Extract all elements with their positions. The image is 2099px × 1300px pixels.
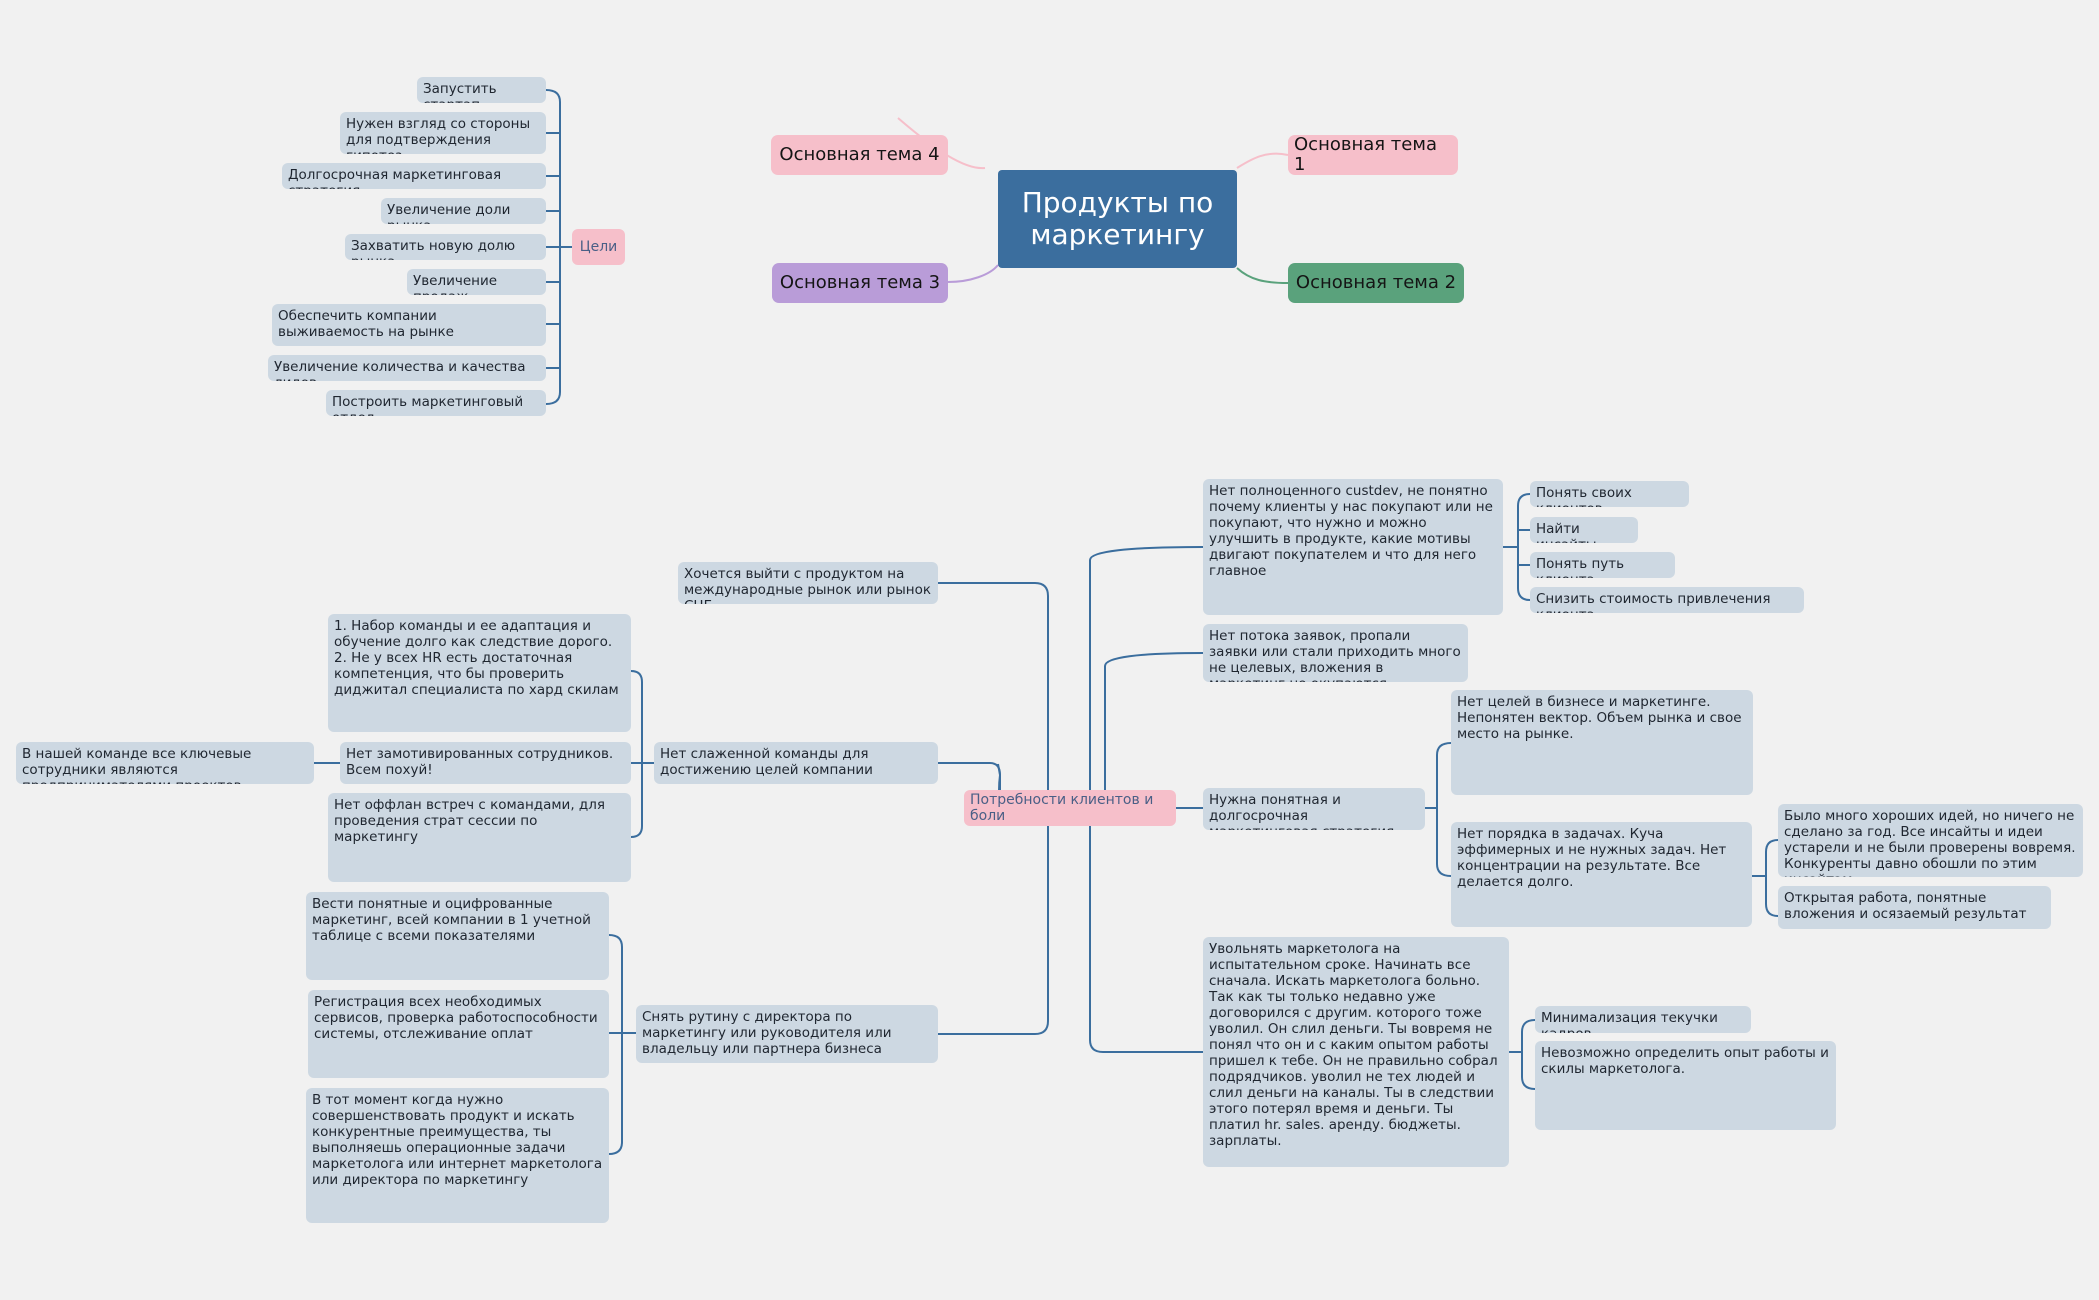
custdev-item-label: Найти инсайты <box>1536 521 1597 543</box>
need-international[interactable]: Хочется выйти с продуктом на международн… <box>678 562 938 604</box>
routine-table[interactable]: Вести понятные и оцифрованные маркетинг,… <box>306 892 609 980</box>
needs-label: Потребности клиентов и боли <box>970 792 1154 824</box>
need-leads[interactable]: Нет потока заявок, пропали заявки или ст… <box>1203 624 1468 682</box>
need-routine[interactable]: Снять рутину с директора по маркетингу и… <box>636 1005 938 1063</box>
need-international-label: Хочется выйти с продуктом на международн… <box>684 566 932 604</box>
routine-services[interactable]: Регистрация всех необходимых сервисов, п… <box>308 990 609 1078</box>
need-custdev[interactable]: Нет полноценного custdev, не понятно поч… <box>1203 479 1503 615</box>
goal-item[interactable]: Увеличение количества и качества лидов <box>268 355 546 381</box>
team-motivation[interactable]: Нет замотивированных сотрудников. Всем п… <box>340 742 631 784</box>
goal-item-label: Нужен взгляд со стороны для подтверждени… <box>346 116 531 154</box>
strategy-ideas[interactable]: Было много хороших идей, но ничего не сд… <box>1778 804 2083 877</box>
goal-item-label: Захватить новую долю рынка <box>351 238 516 260</box>
goal-item[interactable]: Увеличение продаж <box>407 269 546 295</box>
routine-services-label: Регистрация всех необходимых сервисов, п… <box>314 994 598 1042</box>
central-topic-label: Продукты по маркетингу <box>1021 186 1214 251</box>
custdev-item[interactable]: Понять путь клиента <box>1530 552 1675 578</box>
goals-links <box>545 89 572 405</box>
goal-item-label: Увеличение количества и качества лидов <box>274 359 526 381</box>
team-offline-label: Нет оффлан встреч с командами, для прове… <box>334 797 606 845</box>
need-team-label: Нет слаженной команды для достижению цел… <box>660 746 873 778</box>
fire-turnover[interactable]: Минимализация текучки кадров <box>1535 1006 1751 1033</box>
custdev-item-label: Снизить стоимость привлечения клиента <box>1536 591 1771 613</box>
goal-item[interactable]: Захватить новую долю рынка <box>345 234 546 260</box>
goal-item-label: Долгосрочная маркетинговая стратегия <box>288 167 502 189</box>
team-hiring-label: 1. Набор команды и ее адаптация и обучен… <box>334 618 619 698</box>
strategy-no-order-label: Нет порядка в задачах. Куча эффимерных и… <box>1457 826 1727 890</box>
goal-item[interactable]: Построить маркетинговый отдел <box>326 390 546 416</box>
goal-item[interactable]: Долгосрочная маркетинговая стратегия <box>282 163 546 189</box>
need-strategy-label: Нужна понятная и долгосрочная маркетинго… <box>1209 792 1394 830</box>
goal-item[interactable]: Запустить стартап <box>417 77 546 103</box>
need-fire-label: Увольнять маркетолога на испытательном с… <box>1209 941 1498 1149</box>
routine-table-label: Вести понятные и оцифрованные маркетинг,… <box>312 896 591 944</box>
need-routine-label: Снять рутину с директора по маркетингу и… <box>642 1009 892 1057</box>
goal-item[interactable]: Нужен взгляд со стороны для подтверждени… <box>340 112 546 154</box>
main-topic-1[interactable]: Основная тема 1 <box>1288 135 1458 175</box>
main-topic-4[interactable]: Основная тема 4 <box>771 135 948 175</box>
custdev-item-label: Понять путь клиента <box>1536 556 1625 578</box>
main-topic-2-label: Основная тема 2 <box>1295 272 1457 293</box>
goal-item-label: Увеличение продаж <box>413 273 498 295</box>
team-motivation-note[interactable]: В нашей команде все ключевые сотрудники … <box>16 742 314 784</box>
strategy-no-goals[interactable]: Нет целей в бизнесе и маркетинге. Непоня… <box>1451 690 1753 795</box>
need-strategy[interactable]: Нужна понятная и долгосрочная маркетинго… <box>1203 788 1425 830</box>
needs-node[interactable]: Потребности клиентов и боли <box>964 790 1176 826</box>
goals-node[interactable]: Цели <box>572 229 625 265</box>
main-topic-3-label: Основная тема 3 <box>779 272 941 293</box>
link-topic-3 <box>947 264 999 283</box>
need-leads-label: Нет потока заявок, пропали заявки или ст… <box>1209 628 1461 682</box>
fire-experience[interactable]: Невозможно определить опыт работы и скил… <box>1535 1041 1836 1130</box>
goal-item[interactable]: Увеличение доли рынка <box>381 198 546 224</box>
goal-item-label: Построить маркетинговый отдел <box>332 394 524 416</box>
custdev-item-label: Понять своих клиентов <box>1536 485 1632 507</box>
main-topic-1-label: Основная тема 1 <box>1294 135 1437 175</box>
need-custdev-label: Нет полноценного custdev, не понятно поч… <box>1209 483 1493 579</box>
main-topic-3[interactable]: Основная тема 3 <box>772 263 948 303</box>
strategy-open-work-label: Открытая работа, понятные вложения и ося… <box>1784 890 2027 922</box>
link-topic-2 <box>1236 267 1289 284</box>
goal-item-label: Запустить стартап <box>423 81 497 103</box>
need-team[interactable]: Нет слаженной команды для достижению цел… <box>654 742 938 784</box>
main-topic-4-label: Основная тема 4 <box>779 144 940 165</box>
main-topic-2[interactable]: Основная тема 2 <box>1288 263 1464 303</box>
central-topic[interactable]: Продукты по маркетингу <box>998 170 1237 268</box>
team-motivation-note-label: В нашей команде все ключевые сотрудники … <box>22 746 252 784</box>
goal-item-label: Обеспечить компании выживаемость на рынк… <box>278 308 454 340</box>
team-hiring[interactable]: 1. Набор команды и ее адаптация и обучен… <box>328 614 631 732</box>
fire-turnover-label: Минимализация текучки кадров <box>1541 1010 1718 1033</box>
fire-experience-label: Невозможно определить опыт работы и скил… <box>1541 1045 1829 1077</box>
goal-item[interactable]: Обеспечить компании выживаемость на рынк… <box>272 304 546 346</box>
routine-improve-label: В тот момент когда нужно совершенствоват… <box>312 1092 603 1188</box>
team-motivation-label: Нет замотивированных сотрудников. Всем п… <box>346 746 614 778</box>
team-offline[interactable]: Нет оффлан встреч с командами, для прове… <box>328 793 631 882</box>
custdev-item[interactable]: Снизить стоимость привлечения клиента <box>1530 587 1804 613</box>
goals-label: Цели <box>579 239 618 255</box>
custdev-item[interactable]: Найти инсайты <box>1530 517 1638 543</box>
strategy-no-goals-label: Нет целей в бизнесе и маркетинге. Непоня… <box>1457 694 1742 742</box>
goal-item-label: Увеличение доли рынка <box>387 202 511 224</box>
strategy-ideas-label: Было много хороших идей, но ничего не сд… <box>1784 808 2076 877</box>
need-fire[interactable]: Увольнять маркетолога на испытательном с… <box>1203 937 1509 1167</box>
link-topic-1 <box>1236 152 1289 169</box>
strategy-no-order[interactable]: Нет порядка в задачах. Куча эффимерных и… <box>1451 822 1752 927</box>
routine-improve[interactable]: В тот момент когда нужно совершенствоват… <box>306 1088 609 1223</box>
strategy-open-work[interactable]: Открытая работа, понятные вложения и ося… <box>1778 886 2051 929</box>
custdev-item[interactable]: Понять своих клиентов <box>1530 481 1689 507</box>
